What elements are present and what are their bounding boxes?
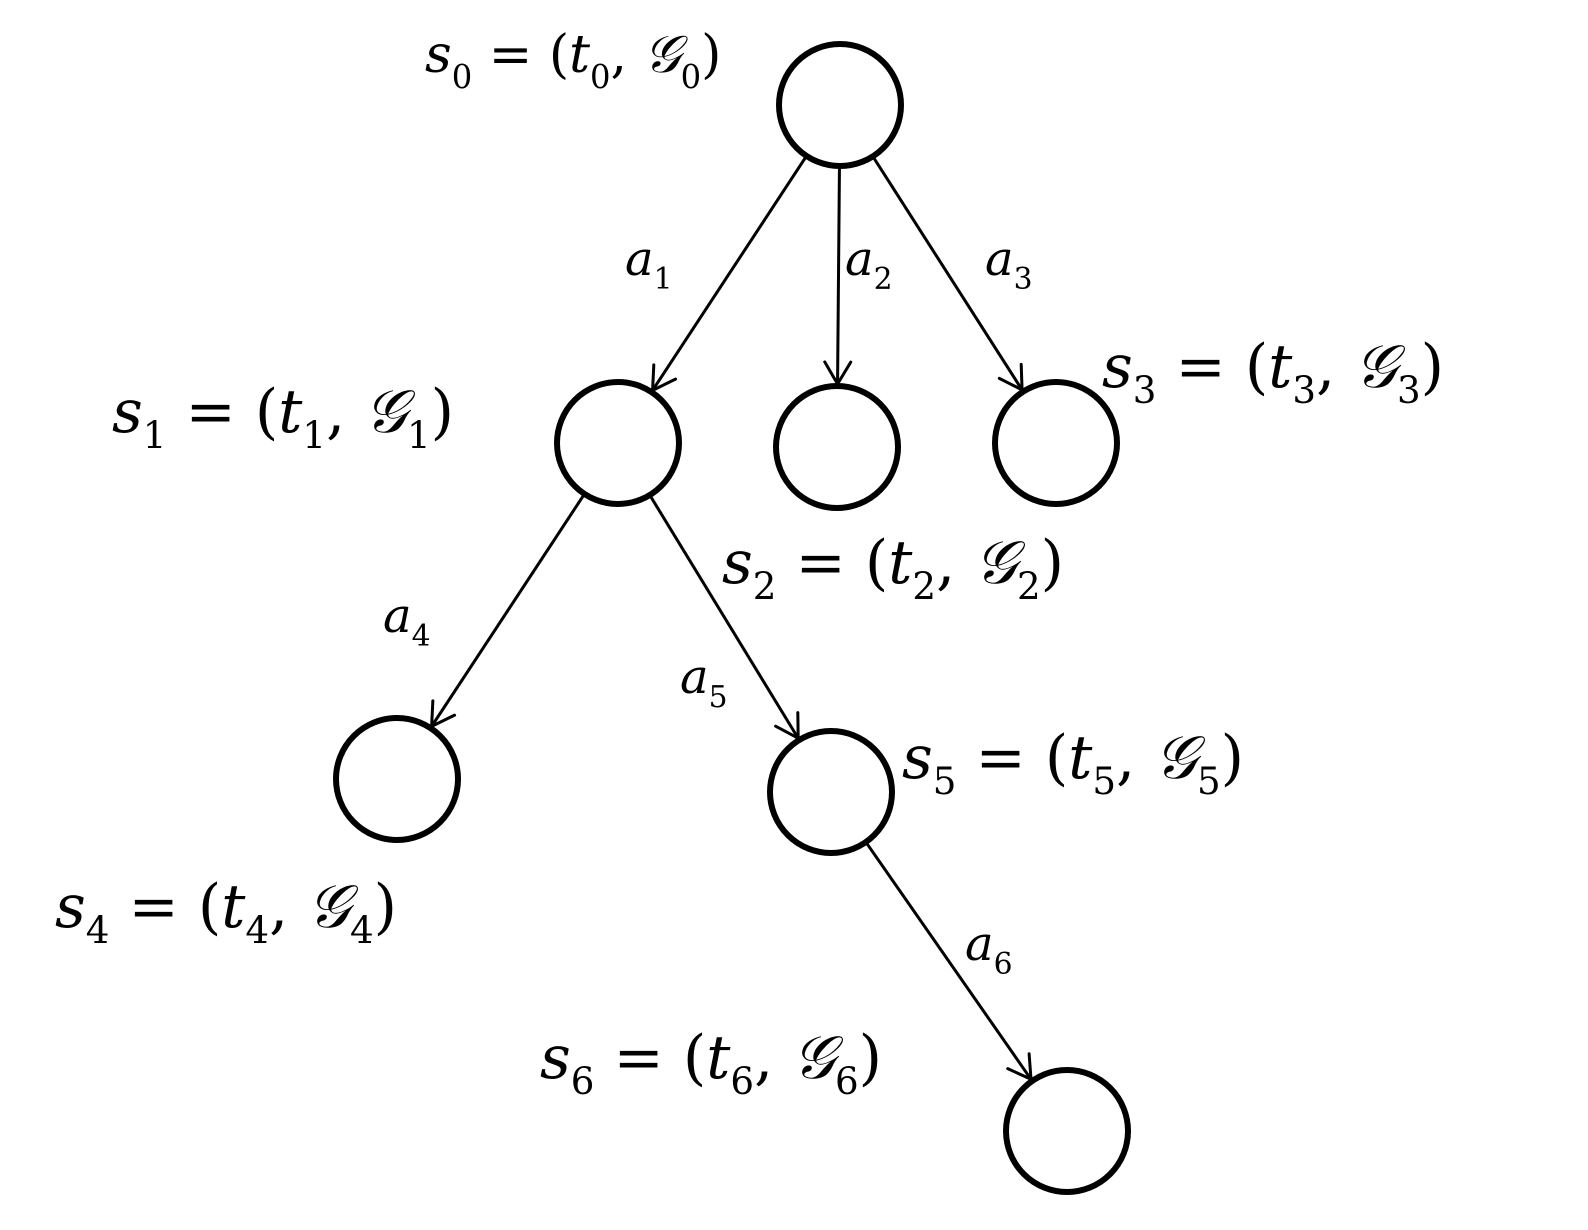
state-label-s2: s2 = (t2, 𝒢2) xyxy=(722,528,1064,608)
edge-s1-s5 xyxy=(648,494,800,740)
state-node-s5 xyxy=(767,728,895,856)
state-node-s3 xyxy=(992,379,1120,507)
edge-s0-s1 xyxy=(651,155,808,392)
state-label-s4: s4 = (t4, 𝒢4) xyxy=(55,872,397,952)
state-node-s2 xyxy=(773,383,901,511)
state-node-s1 xyxy=(554,379,682,507)
action-label-a4: a4 xyxy=(383,588,431,654)
state-label-s5: s5 = (t5, 𝒢5) xyxy=(902,723,1244,803)
action-label-a6: a6 xyxy=(965,916,1013,982)
state-label-s0: s0 = (t0, 𝒢0) xyxy=(425,25,721,96)
state-label-s3: s3 = (t3, 𝒢3) xyxy=(1102,332,1444,412)
edge-s5-s6 xyxy=(864,841,1033,1081)
edge-s0-s3 xyxy=(871,155,1024,391)
state-node-s4 xyxy=(333,715,461,843)
state-label-s6: s6 = (t6, 𝒢6) xyxy=(540,1023,882,1103)
edge-s0-s2 xyxy=(836,165,841,385)
action-label-a1: a1 xyxy=(625,231,673,297)
labels-layer: a1 a2 a3 a4 a5 a6 s0 = (t0, 𝒢0) s1 = (t1, 𝒢1) s2… xyxy=(55,25,1444,1103)
state-node-s0 xyxy=(776,41,904,169)
state-node-s6 xyxy=(1003,1067,1131,1195)
state-label-s1: s1 = (t1, 𝒢1) xyxy=(112,377,454,457)
edges-layer xyxy=(430,155,1033,1081)
action-label-a2: a2 xyxy=(845,231,893,297)
action-label-a5: a5 xyxy=(680,649,728,715)
edge-s1-s4 xyxy=(430,493,586,728)
nodes-layer xyxy=(333,41,1131,1195)
action-label-a3: a3 xyxy=(985,231,1033,297)
